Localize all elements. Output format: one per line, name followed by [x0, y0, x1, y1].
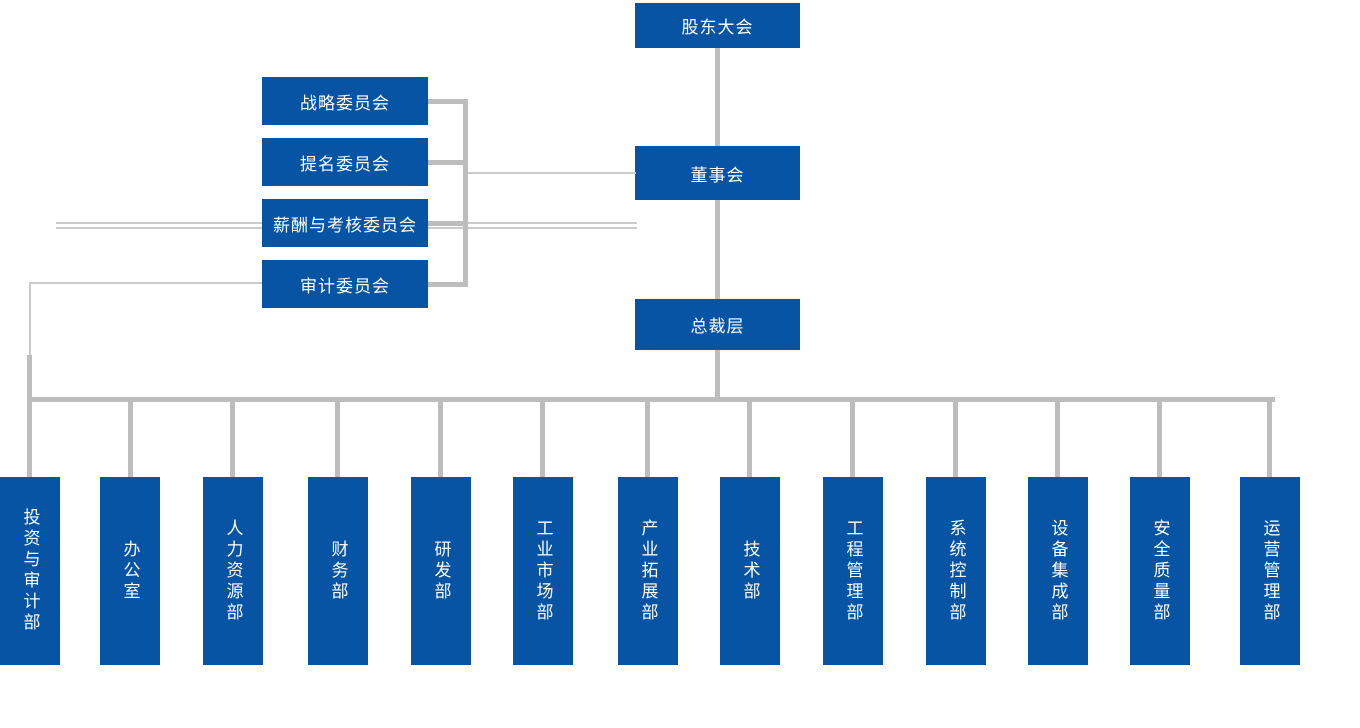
- department-stub-8: [747, 397, 752, 477]
- department-box-investment-audit: 投资与审计部: [0, 477, 60, 665]
- committee-stub-audit: [426, 282, 468, 287]
- board-of-directors-box: 董事会: [635, 146, 800, 200]
- board-of-directors-label: 董事会: [690, 165, 745, 186]
- connector-board-president: [715, 200, 720, 299]
- committee-label-strategy: 战略委员会: [300, 93, 390, 114]
- department-stub-11: [1055, 397, 1060, 477]
- connector-audit-horizontal: [29, 282, 262, 284]
- department-label: 技术部: [739, 539, 760, 603]
- committee-box-nomination: 提名委员会: [262, 138, 428, 186]
- department-label: 系统控制部: [945, 518, 966, 624]
- department-box-equipment-integration: 设备集成部: [1028, 477, 1088, 665]
- connector-shareholders-board: [715, 48, 720, 146]
- department-label: 产业拓展部: [637, 518, 658, 624]
- department-box-technology: 技术部: [720, 477, 780, 665]
- department-stub-6: [540, 397, 545, 477]
- department-label: 人力资源部: [222, 518, 243, 624]
- department-label: 财务部: [327, 539, 348, 603]
- department-box-engineering-management: 工程管理部: [823, 477, 883, 665]
- department-label: 工程管理部: [842, 518, 863, 624]
- president-level-label: 总裁层: [690, 317, 745, 337]
- committee-box-audit: 审计委员会: [262, 260, 428, 308]
- president-level-box: 总裁层: [635, 299, 800, 350]
- department-box-industrial-market: 工业市场部: [513, 477, 573, 665]
- committee-stub-strategy: [426, 99, 468, 104]
- department-label: 安全质量部: [1149, 518, 1170, 624]
- committee-bracket-vertical: [463, 99, 468, 287]
- department-label: 设备集成部: [1047, 518, 1068, 624]
- committee-label-audit: 审计委员会: [300, 276, 390, 297]
- department-box-system-control: 系统控制部: [926, 477, 986, 665]
- department-stub-13: [1267, 397, 1272, 477]
- department-label: 运营管理部: [1259, 518, 1280, 624]
- department-label: 投资与审计部: [19, 508, 40, 634]
- department-stub-4: [335, 397, 340, 477]
- committee-box-strategy: 战略委员会: [262, 77, 428, 125]
- department-label: 工业市场部: [532, 518, 553, 624]
- department-label: 研发部: [430, 539, 451, 603]
- connector-audit-vertical: [29, 282, 31, 360]
- department-stub-9: [850, 397, 855, 477]
- department-stub-12: [1157, 397, 1162, 477]
- committee-box-compensation: 薪酬与考核委员会: [262, 199, 428, 247]
- department-box-safety-quality: 安全质量部: [1130, 477, 1190, 665]
- department-stub-1: [27, 355, 32, 477]
- department-box-finance: 财务部: [308, 477, 368, 665]
- connector-bracket-to-board: [468, 172, 636, 174]
- committee-label-nomination: 提名委员会: [300, 154, 390, 175]
- department-stub-2: [128, 397, 133, 477]
- department-distribution-line: [27, 397, 1275, 402]
- department-box-office: 办公室: [100, 477, 160, 665]
- committee-stub-compensation: [426, 221, 468, 226]
- department-label: 办公室: [119, 539, 140, 603]
- shareholders-meeting-box: 股东大会: [635, 3, 800, 48]
- department-stub-7: [645, 397, 650, 477]
- department-box-rnd: 研发部: [411, 477, 471, 665]
- department-box-human-resources: 人力资源部: [203, 477, 263, 665]
- department-box-industry-expansion: 产业拓展部: [618, 477, 678, 665]
- department-stub-10: [953, 397, 958, 477]
- connector-president-departments: [715, 350, 720, 400]
- shareholders-meeting-label: 股东大会: [681, 18, 754, 38]
- department-box-operations-management: 运营管理部: [1240, 477, 1300, 665]
- committee-stub-nomination: [426, 160, 468, 165]
- department-stub-5: [438, 397, 443, 477]
- committee-label-compensation: 薪酬与考核委员会: [273, 215, 417, 236]
- department-stub-3: [230, 397, 235, 477]
